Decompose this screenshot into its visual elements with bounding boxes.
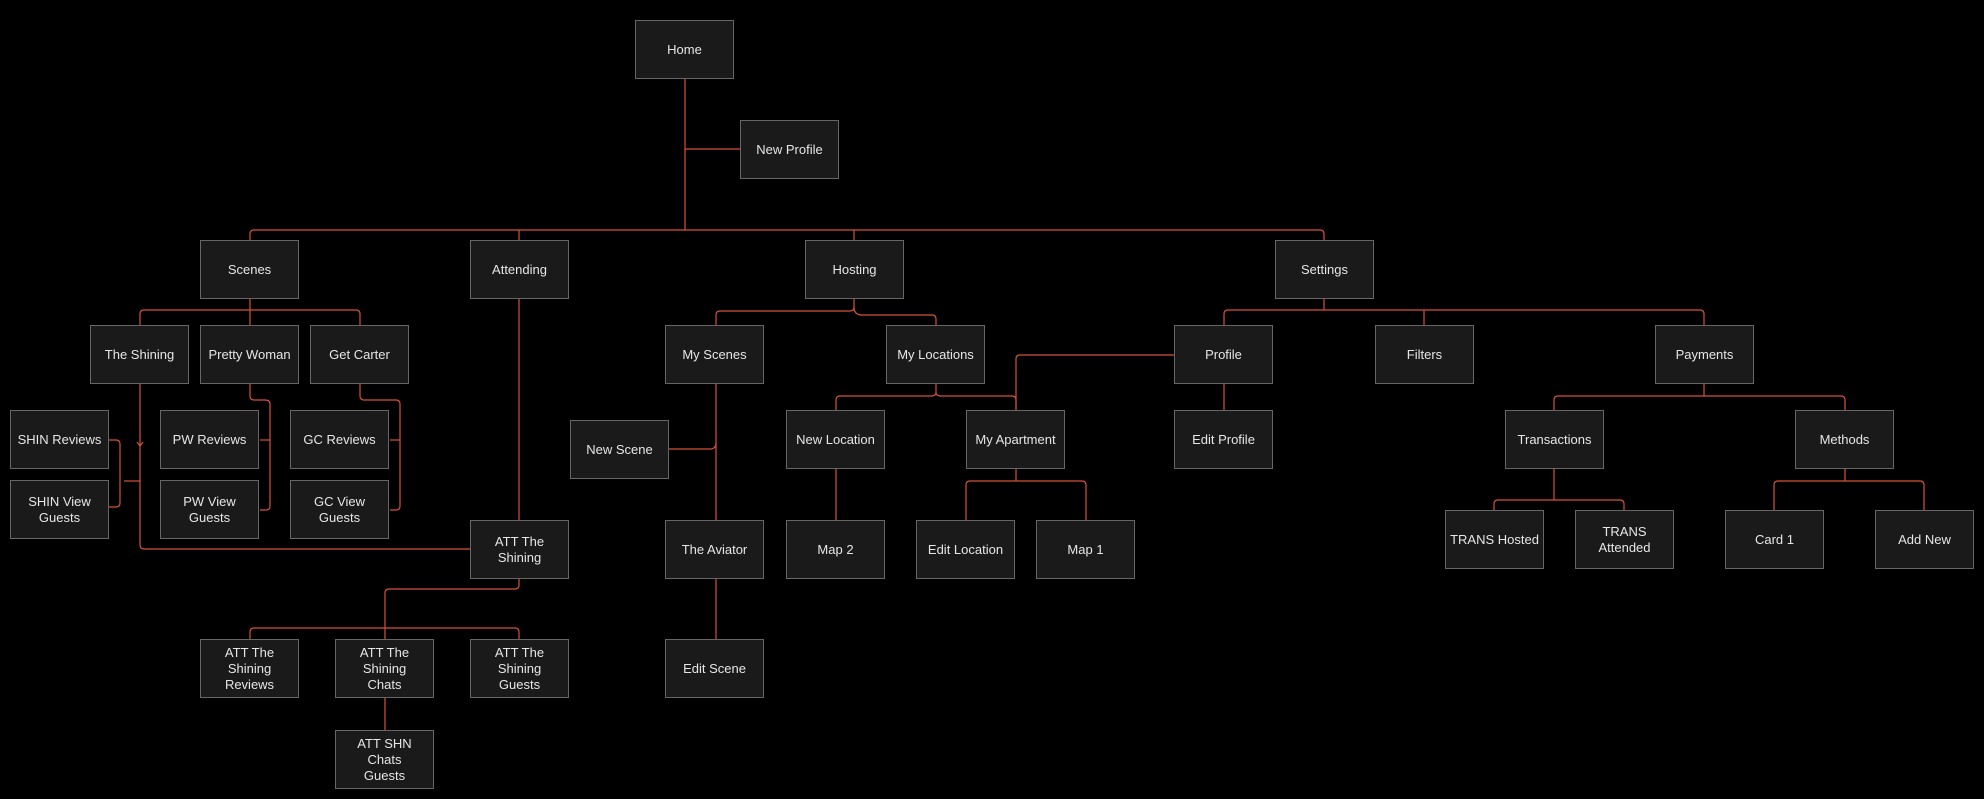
- edge-gc-children: [359, 384, 401, 511]
- node-profile[interactable]: Profile: [1174, 325, 1273, 384]
- node-my-locations[interactable]: My Locations: [886, 325, 985, 384]
- node-gc-view-guests[interactable]: GC View Guests: [290, 480, 389, 539]
- edge-settings-children: [1223, 309, 1705, 325]
- node-edit-profile[interactable]: Edit Profile: [1174, 410, 1273, 469]
- node-att-shining-guests[interactable]: ATT The Shining Guests: [470, 639, 569, 698]
- node-the-shining[interactable]: The Shining: [90, 325, 189, 384]
- node-transactions[interactable]: Transactions: [1505, 410, 1604, 469]
- edge-profile-apartment: [1015, 354, 1174, 410]
- edge-pw-children: [249, 384, 271, 511]
- node-add-new[interactable]: Add New: [1875, 510, 1974, 569]
- edge-att-children: [384, 579, 520, 628]
- node-map-1[interactable]: Map 1: [1036, 520, 1135, 579]
- edge-methods-children: [1773, 480, 1925, 510]
- node-scenes[interactable]: Scenes: [200, 240, 299, 299]
- node-att-shining-reviews[interactable]: ATT The Shining Reviews: [200, 639, 299, 698]
- edge-apartment-children: [965, 480, 1087, 520]
- node-trans-attended[interactable]: TRANS Attended: [1575, 510, 1674, 569]
- edge-mylocations-apartment: [935, 391, 1017, 410]
- node-gc-reviews[interactable]: GC Reviews: [290, 410, 389, 469]
- edge-mylocations-children: [835, 384, 937, 410]
- node-trans-hosted[interactable]: TRANS Hosted: [1445, 510, 1544, 569]
- edge-shin-arrow: [136, 441, 144, 447]
- edge-transactions-children: [1493, 499, 1625, 510]
- node-new-location[interactable]: New Location: [786, 410, 885, 469]
- node-my-apartment[interactable]: My Apartment: [966, 410, 1065, 469]
- edge-hosting-mylocations: [853, 306, 937, 325]
- node-edit-scene[interactable]: Edit Scene: [665, 639, 764, 698]
- node-shin-view-guests[interactable]: SHIN View Guests: [10, 480, 109, 539]
- node-get-carter[interactable]: Get Carter: [310, 325, 409, 384]
- edge-toplevel-bus: [249, 229, 1325, 240]
- edge-payments-children: [1553, 395, 1846, 410]
- node-methods[interactable]: Methods: [1795, 410, 1894, 469]
- node-att-shining-chats[interactable]: ATT The Shining Chats: [335, 639, 434, 698]
- node-settings[interactable]: Settings: [1275, 240, 1374, 299]
- node-hosting[interactable]: Hosting: [805, 240, 904, 299]
- node-filters[interactable]: Filters: [1375, 325, 1474, 384]
- node-home[interactable]: Home: [635, 20, 734, 79]
- node-payments[interactable]: Payments: [1655, 325, 1754, 384]
- edge-myscenes-newscene: [669, 442, 717, 450]
- edge-hosting-children: [715, 299, 855, 325]
- node-attending[interactable]: Attending: [470, 240, 569, 299]
- node-edit-location[interactable]: Edit Location: [916, 520, 1015, 579]
- node-pretty-woman[interactable]: Pretty Woman: [200, 325, 299, 384]
- node-att-shn-chats-guests[interactable]: ATT SHN Chats Guests: [335, 730, 434, 789]
- node-pw-view-guests[interactable]: PW View Guests: [160, 480, 259, 539]
- node-my-scenes[interactable]: My Scenes: [665, 325, 764, 384]
- edge-shining-down: [139, 384, 471, 550]
- node-the-aviator[interactable]: The Aviator: [665, 520, 764, 579]
- node-shin-reviews[interactable]: SHIN Reviews: [10, 410, 109, 469]
- node-new-profile[interactable]: New Profile: [740, 120, 839, 179]
- node-card-1[interactable]: Card 1: [1725, 510, 1824, 569]
- node-pw-reviews[interactable]: PW Reviews: [160, 410, 259, 469]
- node-att-the-shining[interactable]: ATT The Shining: [470, 520, 569, 579]
- node-map-2[interactable]: Map 2: [786, 520, 885, 579]
- node-new-scene[interactable]: New Scene: [570, 420, 669, 479]
- edge-shin-reviews: [109, 439, 121, 508]
